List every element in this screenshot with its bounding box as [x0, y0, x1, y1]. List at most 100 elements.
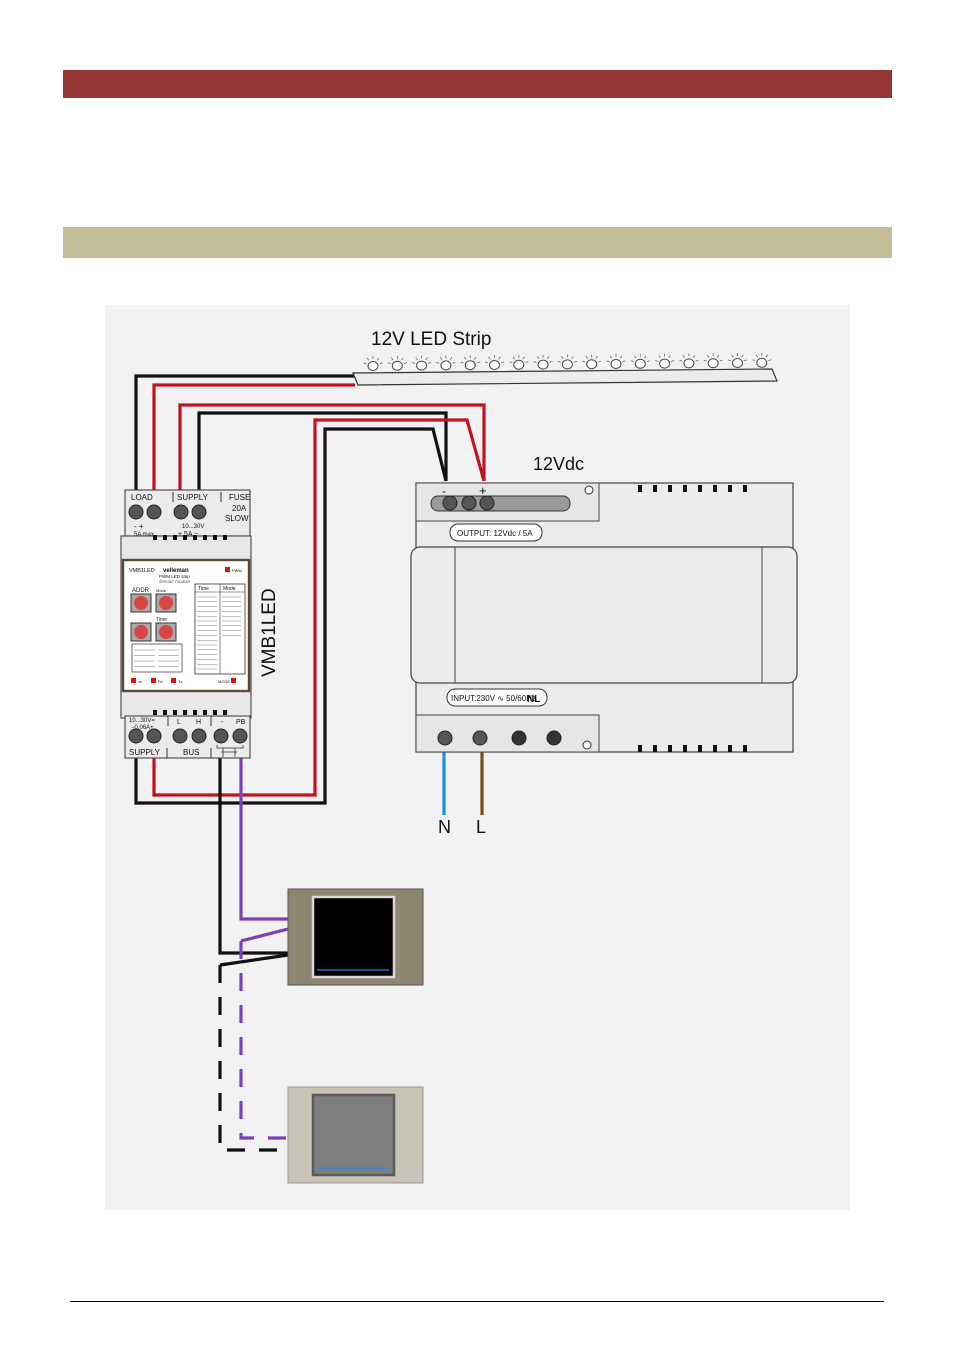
led-ray — [380, 363, 383, 364]
led-ray — [401, 358, 403, 360]
led-ray — [367, 358, 369, 360]
led-ray — [752, 360, 755, 361]
led-11 — [635, 359, 645, 368]
psu-minus-label: - — [442, 484, 446, 498]
led-ray — [547, 357, 549, 359]
panel-time-label: Time — [156, 617, 167, 623]
led-ray — [461, 362, 464, 363]
led-1 — [392, 361, 402, 370]
led-13 — [684, 359, 694, 368]
led-ray — [489, 357, 491, 359]
rotary-mode-dial — [159, 596, 173, 610]
psu-vent — [638, 485, 642, 492]
wiring-diagram: 12V LED Strip 12Vdc - + OUTPUT: 12Vdc / … — [105, 305, 850, 1210]
module-terminal-supply-minus — [192, 505, 206, 519]
led-strip: 12V LED Strip — [353, 329, 777, 385]
module-terminal-load-plus — [147, 505, 161, 519]
led-10 — [611, 360, 621, 369]
panel-addr-label: ADDR — [132, 588, 150, 594]
psu-terminal-n — [438, 731, 452, 745]
module-bottom-supply-label: SUPPLY — [129, 748, 161, 757]
led-ray — [707, 355, 709, 357]
led-ray — [683, 355, 685, 357]
led-ray — [728, 360, 731, 361]
led-16 — [757, 358, 767, 367]
led-7 — [538, 360, 548, 369]
led-ray — [744, 360, 747, 361]
module-vent — [223, 535, 227, 540]
led-ray — [742, 355, 744, 357]
module-load-label: LOAD — [131, 493, 153, 502]
psu-vent — [653, 485, 657, 492]
led-ray — [412, 363, 415, 364]
panel-pwm-label: PWM — [232, 568, 242, 573]
led-8 — [562, 360, 572, 369]
push-button-1-face[interactable] — [313, 897, 394, 977]
led-ray — [534, 362, 537, 363]
psu-terminal-plus — [480, 496, 494, 510]
rotary-time-dial — [159, 625, 173, 639]
push-button-2-face[interactable] — [313, 1095, 394, 1175]
psu-vent — [683, 745, 687, 752]
module-vent — [163, 535, 167, 540]
module-vent — [173, 710, 177, 715]
led-ray — [558, 361, 561, 362]
led-ray — [574, 361, 577, 362]
led-ray — [523, 357, 525, 359]
psu-terminal-3 — [512, 731, 526, 745]
wire-bus-purple-cross — [241, 929, 288, 941]
psu-voltage-label: 12Vdc — [533, 454, 584, 474]
psu-neutral-label: N — [438, 817, 451, 837]
led-strip-body — [353, 369, 777, 385]
psu-vent — [638, 745, 642, 752]
psu-vent — [743, 485, 747, 492]
module-vent — [183, 535, 187, 540]
status-led-on — [131, 678, 136, 683]
push-button-2 — [288, 1087, 423, 1183]
psu-vent — [653, 745, 657, 752]
status-led-rx — [151, 678, 156, 683]
led-array — [363, 353, 771, 371]
panel-mode-button[interactable] — [231, 678, 236, 683]
wire-bus-black-1 — [220, 755, 288, 953]
psu-plus-label: + — [479, 483, 487, 498]
led-ray — [631, 361, 634, 362]
module-terminal-bottom-supply-plus — [147, 729, 161, 743]
led-ray — [450, 357, 452, 359]
wiring-diagram-svg: 12V LED Strip 12Vdc - + OUTPUT: 12Vdc / … — [105, 305, 850, 1210]
led-ray — [606, 361, 609, 362]
led-ray — [391, 358, 393, 360]
led-ray — [679, 360, 682, 361]
led-ray — [428, 363, 431, 364]
led-15 — [733, 359, 743, 368]
led-0 — [368, 362, 378, 371]
module-terminal-supply-plus — [174, 505, 188, 519]
led-ray — [610, 356, 612, 358]
psu-vent — [728, 485, 732, 492]
module-load-polarity: - + — [134, 522, 144, 531]
led-ray — [623, 361, 626, 362]
led-ray — [453, 362, 456, 363]
led-ray — [732, 355, 734, 357]
footer-rule — [70, 1301, 884, 1302]
module-vent — [203, 535, 207, 540]
module-bottom-pb: PB — [236, 719, 246, 726]
psu-vent — [728, 745, 732, 752]
led-ray — [477, 362, 480, 363]
wire-bus-purple-2 — [241, 941, 288, 1138]
led-ray — [768, 360, 771, 361]
module-vent — [153, 535, 157, 540]
module-bottom-supply-range: 10...30V= — [129, 718, 155, 724]
module-terminal-bottom-supply-minus — [129, 729, 143, 743]
module-bottom-h: H — [196, 719, 201, 726]
led-ray — [634, 356, 636, 358]
psu-input-code: NL — [527, 694, 540, 705]
section-bar — [63, 227, 892, 258]
module-vent — [153, 710, 157, 715]
led-ray — [485, 362, 488, 363]
led-ray — [766, 355, 768, 357]
psu-screw-top — [585, 486, 593, 494]
psu-terminal-4 — [547, 731, 561, 745]
module-vent — [223, 710, 227, 715]
led-strip-label: 12V LED Strip — [371, 329, 491, 350]
